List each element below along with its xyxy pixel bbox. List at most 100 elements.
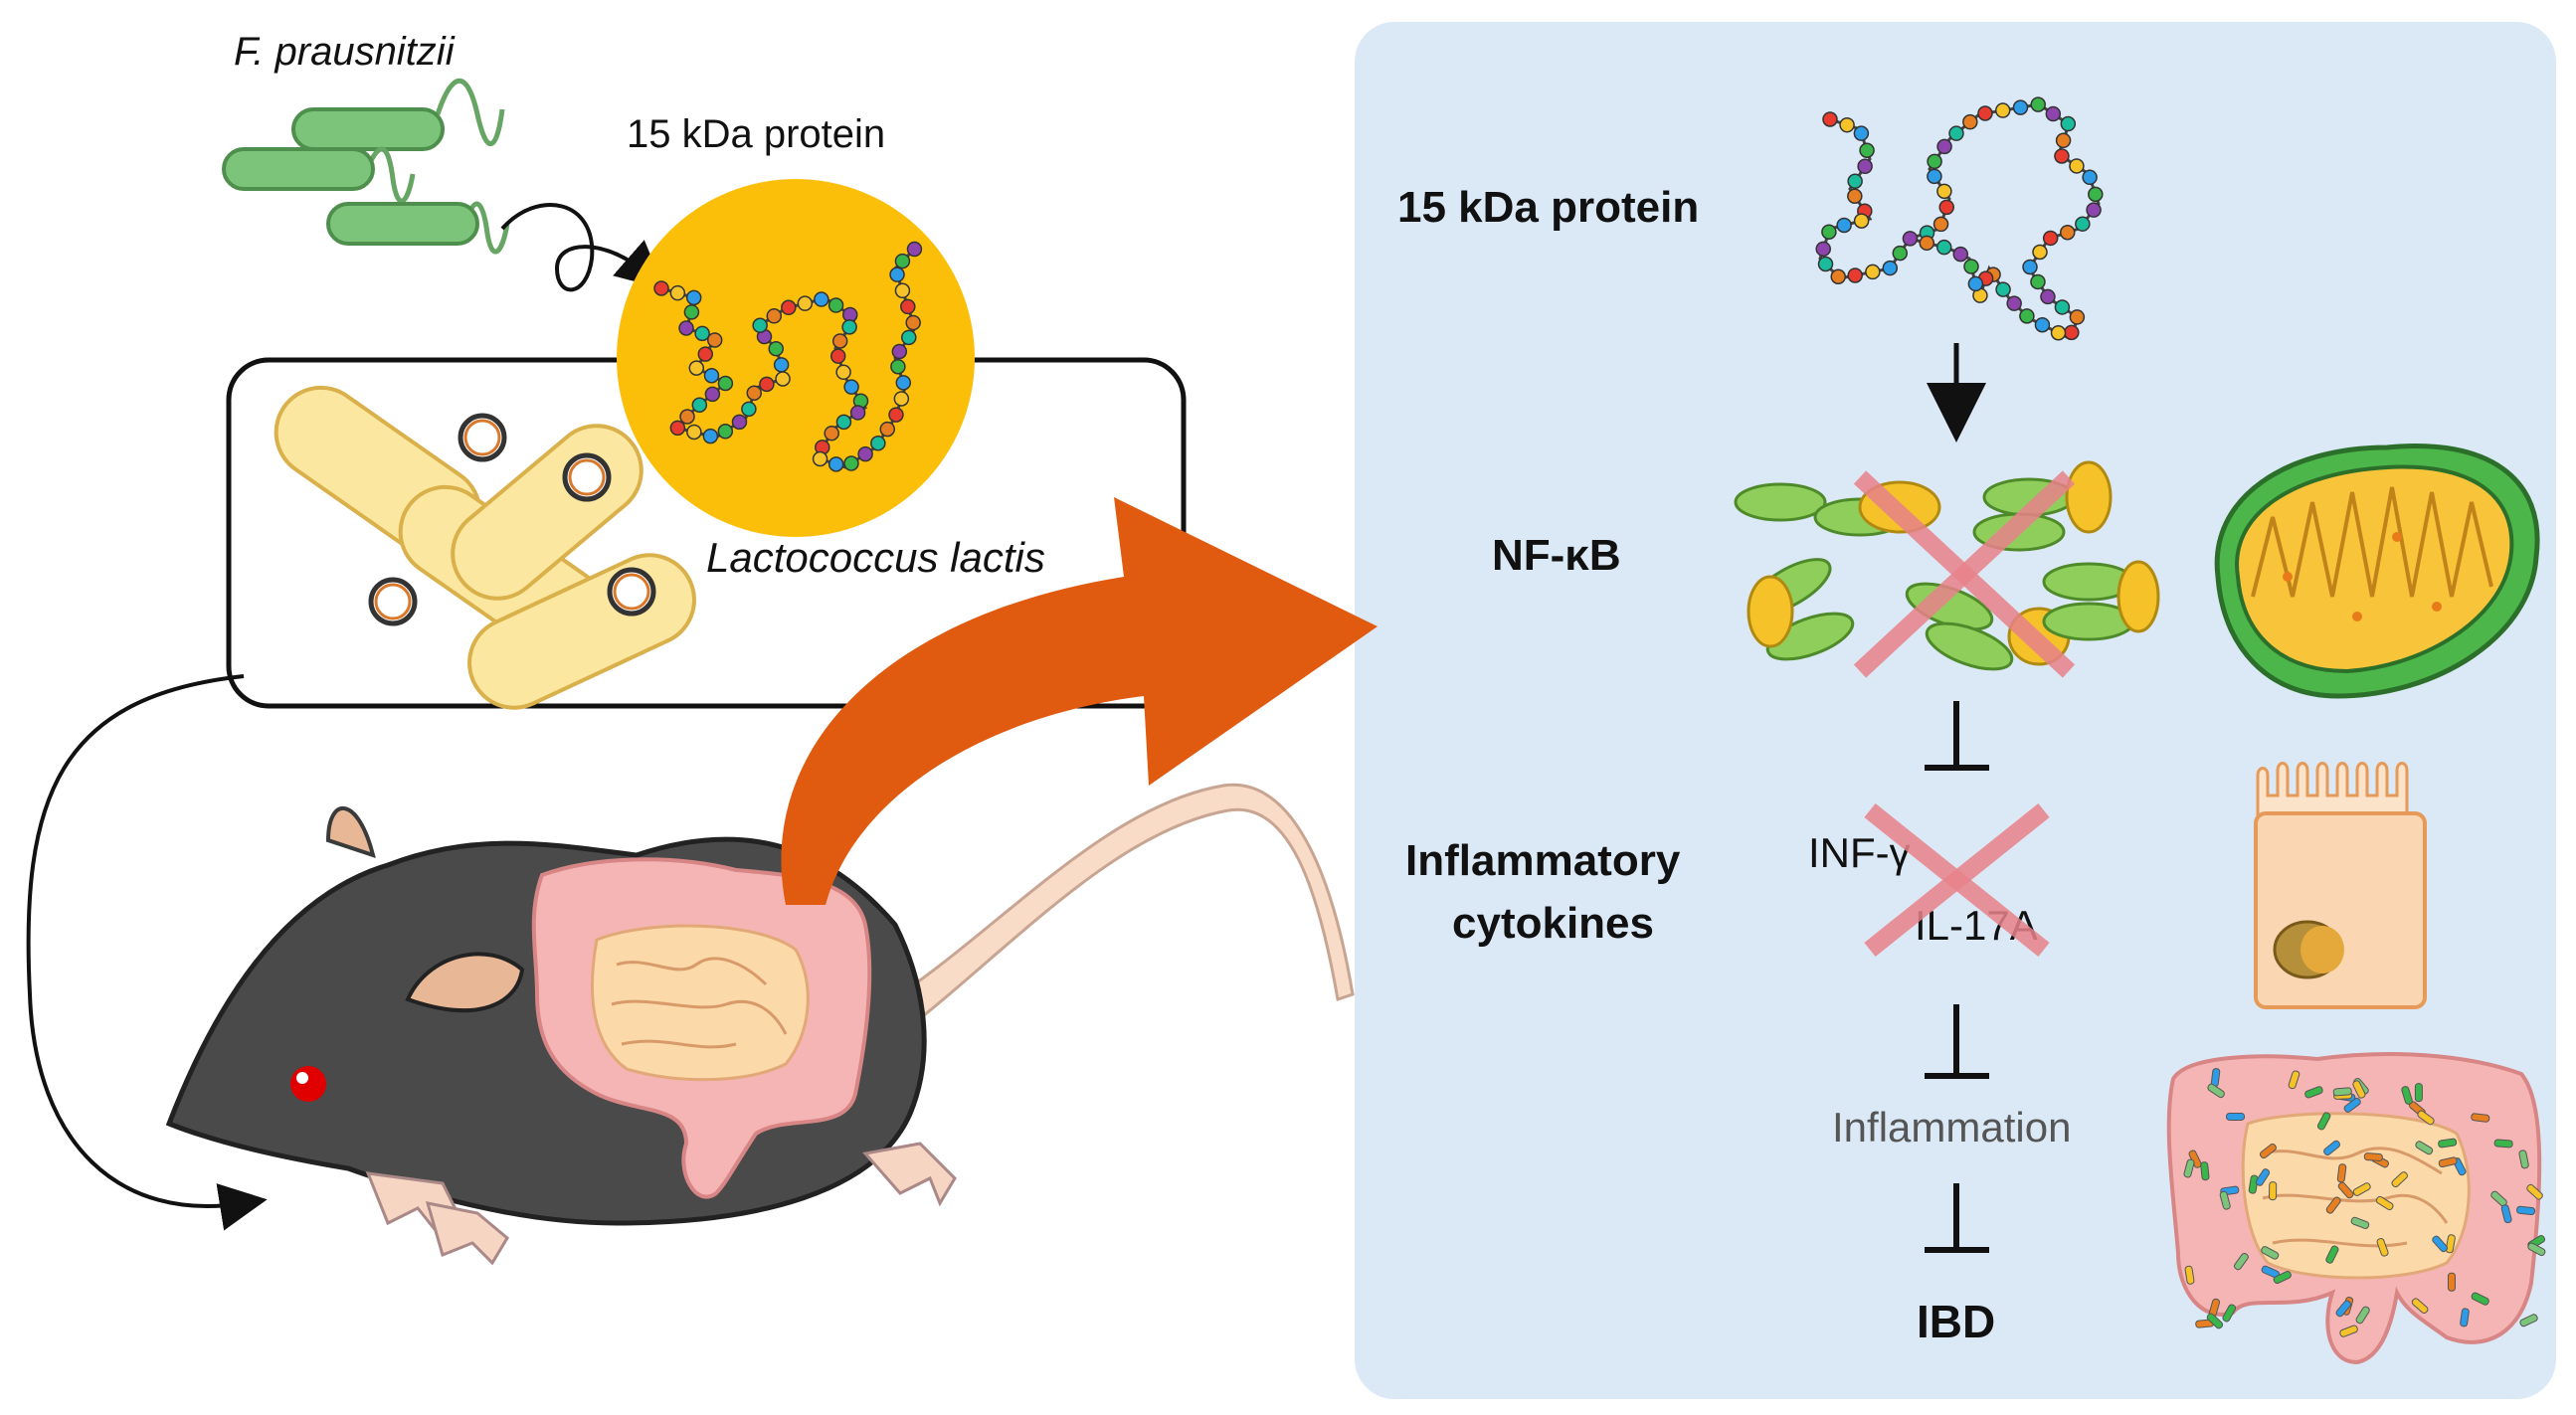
protein-bead — [717, 424, 734, 440]
microbe — [2316, 1112, 2331, 1131]
protein-bead — [2030, 273, 2046, 290]
protein-bead — [828, 456, 844, 472]
protein-bead — [889, 266, 905, 282]
protein-bead — [2069, 309, 2086, 325]
protein-bead — [835, 414, 852, 431]
inhibition-bar-1 — [1925, 701, 1989, 771]
microbe — [2411, 1298, 2429, 1314]
protein-bead — [857, 445, 873, 462]
protein-bead — [1952, 246, 1968, 263]
protein-bead — [2045, 105, 2062, 122]
microbe — [2200, 1161, 2210, 1181]
microbe — [2332, 1087, 2352, 1097]
protein-bead — [905, 314, 921, 331]
microbe — [2261, 1246, 2280, 1260]
protein-bead — [1932, 216, 1949, 233]
protein-bead — [1847, 267, 1863, 283]
microbe — [2233, 1252, 2249, 1271]
microbe — [2438, 1138, 2458, 1149]
microbe — [2526, 1183, 2543, 1200]
inflammation-label: Inflammation — [1832, 1104, 2071, 1150]
protein-bead — [741, 401, 757, 418]
protein-bead — [1836, 217, 1852, 234]
protein-bead — [683, 304, 700, 320]
microbe — [2222, 1304, 2237, 1323]
microbe — [2527, 1242, 2546, 1257]
microbe — [2500, 1204, 2512, 1224]
microbe — [2432, 1235, 2449, 1253]
protein-bead — [1962, 113, 1978, 130]
protein-bead — [895, 375, 912, 391]
protein-bead — [669, 420, 686, 437]
mouse-eye — [290, 1066, 326, 1102]
microbe — [2336, 1163, 2347, 1183]
protein-bead — [849, 405, 866, 421]
protein-bead — [888, 407, 904, 423]
microbe — [2493, 1139, 2513, 1149]
left-protein-label: 15 kDa protein — [627, 112, 885, 156]
protein-bead — [824, 425, 839, 442]
protein-bead — [706, 332, 723, 348]
protein-bead — [906, 241, 923, 258]
protein-bead — [1830, 268, 1846, 284]
protein-bead — [891, 343, 908, 360]
protein-bead — [1892, 245, 1909, 262]
protein-bead — [1882, 260, 1899, 276]
protein-bead — [768, 340, 784, 357]
microbe — [2304, 1086, 2323, 1099]
microbe — [2350, 1216, 2370, 1229]
protein-bead — [843, 379, 859, 395]
protein-bead — [1948, 125, 1964, 141]
protein-bead — [2060, 224, 2076, 241]
microbe — [2343, 1097, 2361, 1113]
microbe — [2417, 1110, 2435, 1126]
microbe — [2248, 1174, 2259, 1194]
microbe — [2273, 1271, 2292, 1285]
protein-bead — [2086, 202, 2102, 218]
protein-bead — [1865, 264, 1881, 280]
microbe — [2183, 1158, 2195, 1178]
microbe — [2471, 1292, 2489, 1306]
microbe — [2401, 1086, 2413, 1105]
protein-bead — [1963, 259, 1979, 274]
microbe — [2460, 1308, 2470, 1327]
protein-bead — [678, 320, 694, 336]
f-prausnitzii-bacteria-icon — [222, 79, 510, 255]
protein-bead — [1927, 168, 1942, 185]
microbe — [2184, 1265, 2195, 1285]
protein-bead — [901, 329, 917, 346]
protein-bead — [2055, 132, 2072, 149]
microbe — [2288, 1070, 2300, 1090]
nfkb-inhibition-cross — [1853, 470, 2076, 678]
microbe — [2352, 1080, 2366, 1099]
protein-bead — [829, 348, 846, 364]
protein-bead — [843, 455, 859, 471]
microbe — [2363, 1152, 2383, 1161]
microbe — [2445, 1234, 2456, 1254]
protein-bead — [2012, 99, 2029, 115]
protein-bead — [1853, 125, 1870, 141]
protein-bead — [797, 295, 814, 311]
protein-bead — [773, 357, 790, 373]
protein-chain-icon — [653, 241, 923, 472]
nfkb-complex-icon — [1734, 460, 2160, 671]
protein-bead — [759, 376, 775, 393]
protein-bead — [731, 414, 748, 431]
protein-bead — [2040, 288, 2056, 305]
intestine-microbiota-icon — [2166, 1052, 2546, 1365]
protein-bead — [2034, 316, 2051, 333]
microbe — [2325, 1196, 2341, 1214]
protein-bead — [2019, 308, 2035, 324]
protein-bead — [1977, 105, 1993, 121]
protein-bead — [2022, 259, 2038, 275]
protein-bead — [752, 317, 768, 333]
protein-bead — [1853, 213, 1870, 229]
epithelial-cell-icon — [2254, 762, 2427, 1009]
protein-bead — [2082, 169, 2098, 186]
protein-bead — [766, 308, 783, 324]
protein-bead — [2054, 148, 2070, 164]
protein-bead — [2030, 96, 2046, 112]
protein-bead — [2042, 230, 2059, 247]
protein-bead — [2050, 325, 2067, 341]
